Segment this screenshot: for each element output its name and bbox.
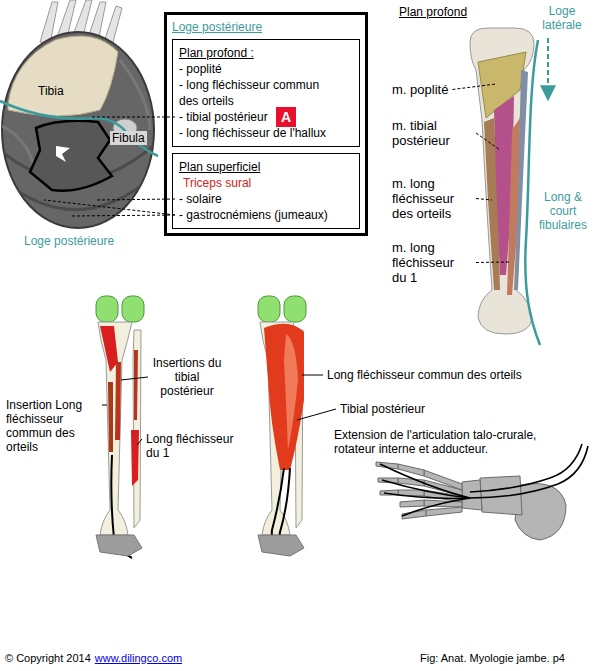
leg-bones-insertions [115,362,121,440]
leg-posterior-view [470,28,534,334]
direction-arrow [547,38,549,98]
leader-line [297,409,336,420]
leader-line [476,133,500,150]
layer-box: Plan superficielTriceps sural- solaire- … [172,153,360,229]
foot-bones [515,484,566,540]
leader-line [72,215,175,216]
leader-line [102,405,107,406]
function-note: Extension de l'articulation talo-crurale… [334,428,574,456]
tendon-lines [402,498,470,516]
bone-label: Tibia [38,84,64,98]
leader-line [44,200,175,215]
box-title: Loge postérieure [172,19,262,35]
leader-line [137,439,142,445]
muscle-bands [0,125,34,170]
leader-line [90,117,175,118]
muscle-label: Tibial postérieur [340,402,425,416]
leg-posterior-view [470,28,534,334]
leg-bones-insertions [131,430,139,486]
leg-bones-insertions [122,296,144,322]
figure-reference: Fig: Anat. Myologie jambe. p4 [420,652,565,665]
leg-bones-insertions [98,322,132,535]
tendon-lines [382,480,470,498]
insertion-label: Long fléchisseur du 1 [146,432,246,460]
foot-bones [426,507,462,516]
list-item: - gastrocnémiens (jumeaux) [179,207,328,223]
muscle-label: m. long fléchisseur du 1 [392,240,472,285]
leg-bones-insertions [96,296,118,322]
foot-bones [376,462,566,540]
foot-bones [400,500,424,507]
layer-heading: Plan profond : [179,45,254,61]
leg-bones-muscles [284,334,298,450]
tendon-lines [380,464,470,498]
leg-bones-insertions [96,535,142,556]
leader-line [302,375,323,376]
leader-line [452,84,496,90]
website-link: www.dilingco.com [95,652,182,665]
leg-bones-insertions [100,326,118,372]
list-item: - solaire [179,191,222,207]
leg-bones-muscles [284,296,306,322]
list-item: - poplité [179,61,222,77]
compartment-label: Loge postérieure [24,234,114,248]
muscle-label: m. tibial postérieur [392,118,472,148]
tendon-lines [384,493,470,498]
muscle-bands [10,205,150,230]
leg-bones-muscles [258,535,304,556]
leg-bones-insertions [96,296,144,558]
group-name: Triceps sural [183,175,251,191]
leg-bones-insertions [133,330,141,528]
compartment-label: Loge latérale [534,4,590,32]
leg-bones-muscles [258,296,280,322]
foot-bones [462,480,482,510]
leg-section [2,32,154,228]
tibia-bone [8,36,118,116]
leg-bones-muscles [258,296,306,556]
leader-line [476,199,492,201]
bone-label: Fibula [110,131,147,145]
deep-compartment-core [56,146,70,162]
leg-bones-insertions [134,350,138,420]
list-item: - long fléchisseur de l'hallux [179,125,326,141]
insertion-label: Insertions du tibial postérieur [152,356,222,398]
fascia-line [525,40,540,345]
section-heading: Plan profond [399,5,467,19]
list-item: - tibial postérieur [179,109,268,125]
deep-compartment [30,121,112,191]
muscle-group-box: Loge postérieurePlan profond :- poplité-… [164,12,368,236]
leg-bones-muscles [264,324,304,470]
insertion-label: Insertion Long fléchisseur commun des or… [6,398,98,454]
list-item: - long fléchisseur commun des orteils [179,77,329,109]
layer-box: Plan profond :- poplité- long fléchisseu… [172,39,360,147]
callout-letter: A [276,107,296,127]
muscle-label: Long fléchisseur commun des orteils [327,368,522,382]
muscle-label: m. poplité [392,82,448,97]
callout-marker: A [276,107,296,127]
leader-line [476,262,511,264]
muscle-label: Long & court fibulaires [535,190,591,232]
leg-bones-insertions [108,382,113,452]
fascia-line [0,101,158,156]
copyright: © Copyright 2014 [5,652,91,665]
muscle-label: m. long fléchisseur des orteils [392,176,472,221]
layer-heading: Plan superficiel [179,159,260,175]
leader-line [121,377,148,380]
